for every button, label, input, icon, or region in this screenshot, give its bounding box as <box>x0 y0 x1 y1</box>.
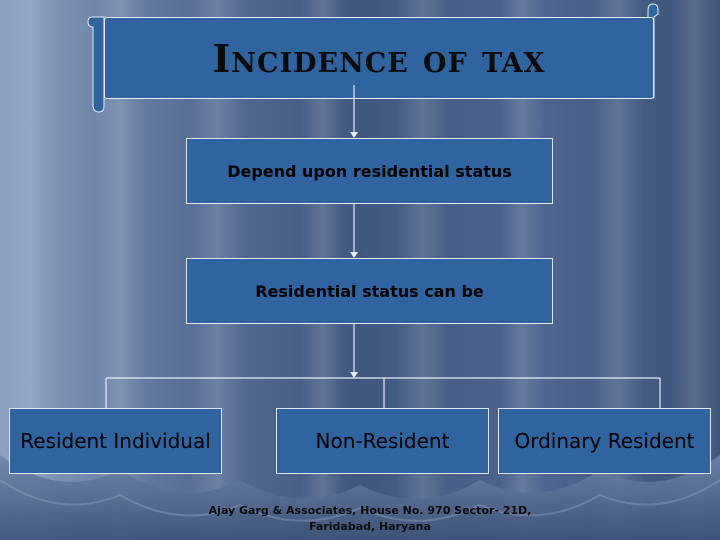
footer-line-2: Faridabad, Haryana <box>309 520 431 533</box>
arrow-head-icon <box>350 252 358 258</box>
page-title: Incidence of tax <box>212 35 546 81</box>
box-residential-status-can-be: Residential status can be <box>186 258 553 324</box>
leaf-label: Non-Resident <box>315 429 450 453</box>
box-label: Depend upon residential status <box>227 161 512 181</box>
box-ordinary-resident: Ordinary Resident <box>498 408 711 474</box>
curtain-drape <box>0 455 720 540</box>
footer-line-1: Ajay Garg & Associates, House No. 970 Se… <box>208 504 532 517</box>
leaf-label: Resident Individual <box>20 429 211 453</box>
arrow-head-icon <box>350 372 358 378</box>
box-non-resident: Non-Resident <box>276 408 489 474</box>
title-banner: Incidence of tax <box>104 17 654 99</box>
arrow-head-icon <box>350 132 358 138</box>
footer-address: Ajay Garg & Associates, House No. 970 Se… <box>190 503 550 535</box>
box-resident-individual: Resident Individual <box>9 408 222 474</box>
box-label: Residential status can be <box>255 281 484 301</box>
box-depend-upon-residential-status: Depend upon residential status <box>186 138 553 204</box>
leaf-label: Ordinary Resident <box>514 429 695 453</box>
